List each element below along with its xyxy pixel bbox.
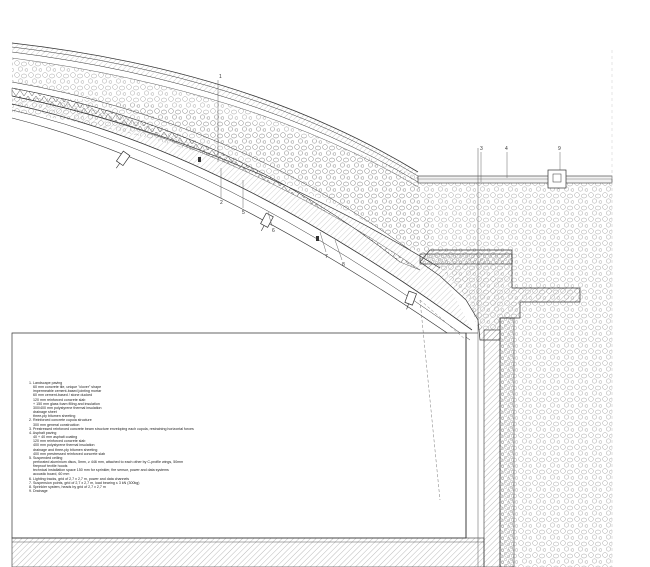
floor-slab-hatch <box>11 537 485 567</box>
legend-item-5: 5. Suspended ceiling <box>29 455 63 460</box>
legend-item-8: 8. Sprinkler system, heads by grid of 2,… <box>29 484 106 489</box>
legend-item-line: 60 mm cement-based / stone ducked <box>33 393 93 398</box>
retaining-wall-insulation <box>499 317 515 567</box>
drainage-box-inner <box>552 173 562 183</box>
callout-4: 4 <box>505 146 508 152</box>
drainage-box <box>547 169 567 189</box>
legend-item-line: 120 mm reinforced concrete slab <box>33 397 86 402</box>
callout-leaders <box>217 80 561 261</box>
sprinkler-head-1 <box>198 157 201 162</box>
legend-item-9: 9. Drainage <box>29 489 48 494</box>
legend-item-1: 1. Landscape paving <box>29 381 63 385</box>
asphalt-paving-strip <box>417 175 613 184</box>
legend-item-line: + 150 mm glass foam filling and insulati… <box>33 401 100 406</box>
callout-9: 9 <box>558 146 561 152</box>
legend-item-line: 60 mm concrete tile, unique "clover" sha… <box>33 385 102 390</box>
legend-item-line: 300/400 mm polystyrene thermal insulatio… <box>33 405 102 410</box>
callout-5: 5 <box>242 210 245 216</box>
legend-item-line: fireproof textile hoods <box>33 464 68 469</box>
legend-item-line: perforated aluminium discs, 5mm, ≥ 446 m… <box>33 459 184 464</box>
legend-item-line: 400 mm polystyrene thermal insulation <box>33 443 95 448</box>
dashed-projection-line-1 <box>419 299 441 501</box>
legend-item-line: 400 mm prestressed reinforced concrete s… <box>33 451 106 456</box>
insulation-band-hatch <box>419 253 513 265</box>
callout-2: 2 <box>220 200 223 206</box>
light-fixture-2 <box>260 212 274 231</box>
legend-item-line: drainage and three-ply bitumen sheeting <box>33 447 98 452</box>
legend-item-line: drainage sheet <box>33 410 57 415</box>
legend-item-6: 6. Lighting tracks, grid of 2,7 x 2,7 m,… <box>29 476 130 481</box>
legend-item-line: technical installation space 150 mm for … <box>33 468 169 473</box>
legend-item-line: 300 mm general construction <box>33 422 80 427</box>
light-fixture-1 <box>115 150 131 169</box>
callout-3: 3 <box>480 146 483 152</box>
dashed-projection-line-2 <box>419 299 467 341</box>
legend-item-3: 3. Prestressed reinforced concrete beam … <box>29 426 194 431</box>
callout-1: 1 <box>219 74 222 80</box>
legend-item-line: 40 + 40 mm asphalt coating <box>33 435 78 440</box>
retaining-wall-concrete <box>483 329 501 567</box>
legend-item-7: 7. Suspension points, grid of 2,7 x 2,7 … <box>29 480 140 485</box>
light-fixture-3 <box>404 290 417 310</box>
callout-8: 8 <box>342 262 345 268</box>
callout-6: 6 <box>272 228 275 234</box>
glass-foam-fill <box>12 58 420 250</box>
landscape-paving-hatch <box>12 43 418 182</box>
callout-7: 7 <box>325 254 328 260</box>
legend-item-line: acoustic board, 60 mm <box>33 472 70 477</box>
legend-item-line: three-ply bitumen sheeting <box>33 414 76 419</box>
sprinkler-head-2 <box>316 236 319 241</box>
legend-item-2: 2. Reinforced concrete cupola structure <box>29 418 92 423</box>
legend-item-4: 4. Asphalt paving <box>29 430 57 435</box>
legend-item-line: 120 mm reinforced concrete slab <box>33 439 86 444</box>
legend-item-line: impermeable cement-based jointing mortar <box>33 389 102 394</box>
